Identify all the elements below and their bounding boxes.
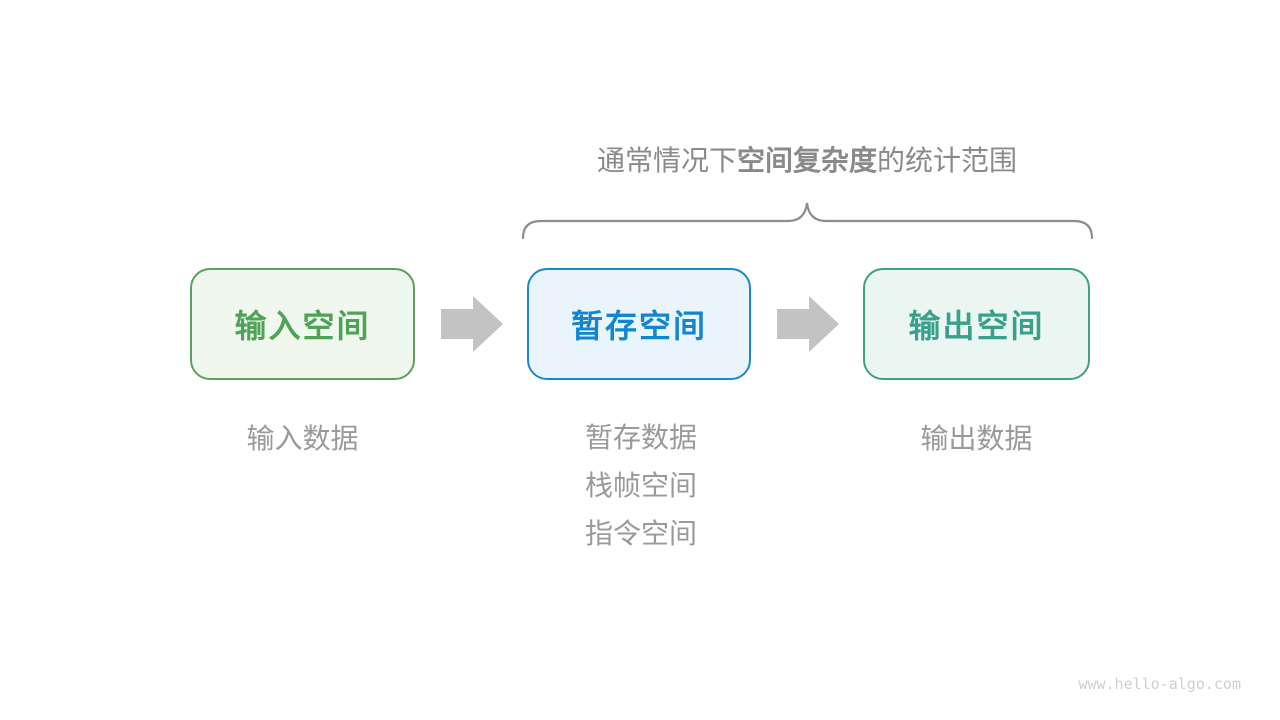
temp-space-box: 暂存空间	[527, 268, 751, 380]
caption-line: 输出数据	[920, 423, 1033, 454]
title-suffix: 的统计范围	[877, 145, 1018, 176]
temp-space-caption: 暂存数据 栈帧空间 指令空间	[585, 414, 697, 558]
caption-line: 指令空间	[585, 518, 698, 549]
scope-brace	[521, 202, 1094, 240]
title-prefix: 通常情况下	[596, 145, 737, 176]
caption-line: 输入数据	[246, 423, 359, 454]
input-space-box: 输入空间	[190, 268, 415, 380]
output-space-box: 输出空间	[863, 268, 1090, 380]
output-space-label: 输出空间	[908, 308, 1045, 344]
input-space-caption: 输入数据	[190, 424, 415, 454]
caption-line: 暂存数据	[585, 422, 698, 453]
arrow-right-icon	[441, 296, 503, 352]
arrow-right-icon	[777, 296, 839, 352]
title-emphasis: 空间复杂度	[736, 145, 877, 176]
output-space-caption: 输出数据	[863, 424, 1090, 454]
diagram-title: 通常情况下空间复杂度的统计范围	[534, 146, 1080, 176]
input-space-label: 输入空间	[234, 308, 371, 344]
caption-line: 栈帧空间	[585, 470, 698, 501]
temp-space-label: 暂存空间	[570, 308, 707, 344]
watermark: www.hello-algo.com	[1078, 675, 1241, 693]
